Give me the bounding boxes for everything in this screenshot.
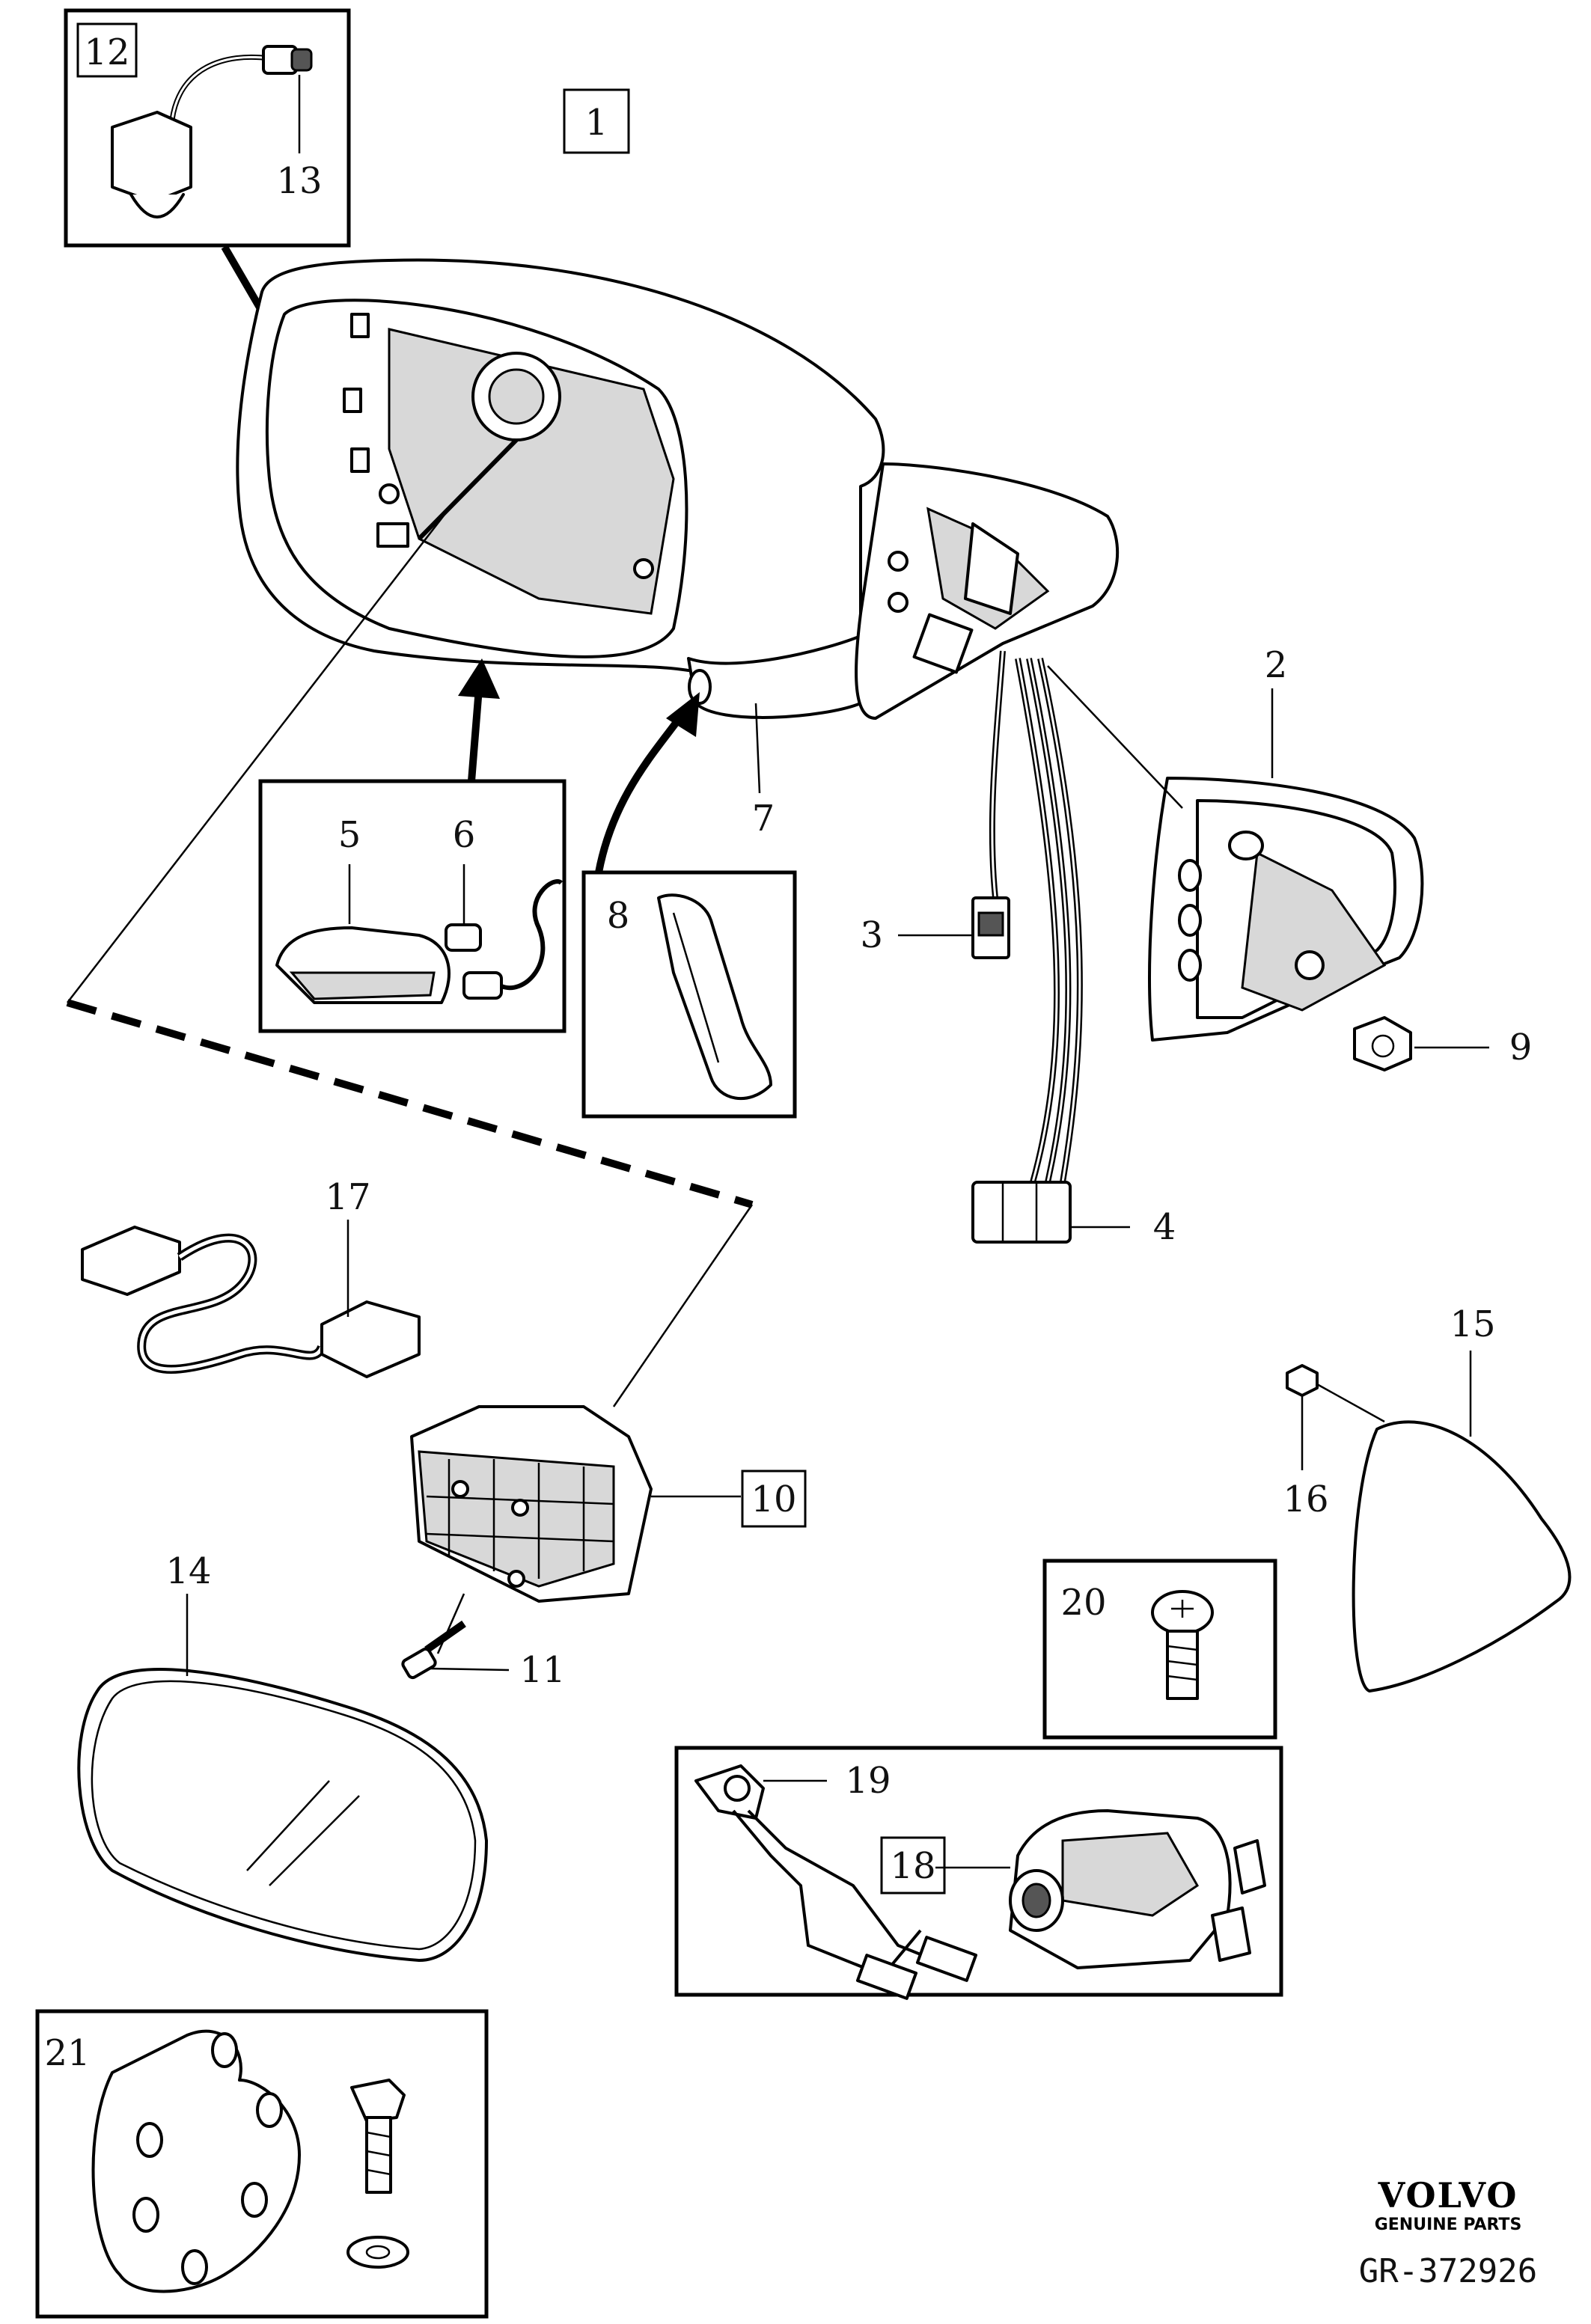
- nut-16: [1286, 1364, 1385, 1470]
- volvo-logo: VOLVO: [1378, 2175, 1518, 2216]
- callout-20: 20: [1060, 1582, 1106, 1624]
- mirror-base-2-assembly: [855, 462, 1120, 720]
- inset-screw-20: [1042, 1559, 1277, 1740]
- callout-4: 4: [1153, 1206, 1176, 1248]
- callout-3: 3: [860, 914, 883, 956]
- callout-6: 6: [453, 814, 476, 856]
- inset-camera-18-19: [674, 1746, 1283, 2000]
- callout-12: 12: [84, 31, 129, 73]
- reference-number: GR-372926: [1359, 2252, 1537, 2290]
- nut-9: [1353, 1016, 1489, 1071]
- callout-10: 10: [751, 1479, 796, 1520]
- callout-21: 21: [44, 2032, 90, 2074]
- wiring-harness: [989, 650, 1083, 1184]
- connector-3: [898, 896, 1010, 959]
- callout-1: 1: [585, 102, 608, 144]
- cap-15: [1352, 1351, 1572, 1692]
- mirror-housing-1: [236, 258, 885, 719]
- callout-19: 19: [845, 1760, 891, 1802]
- callout-18: 18: [890, 1845, 935, 1887]
- callout-9: 9: [1509, 1027, 1533, 1068]
- connector-4: [971, 1181, 1130, 1244]
- callout-2: 2: [1265, 644, 1288, 686]
- inset-bracket-21: [35, 2009, 489, 2319]
- motor-10: [410, 1405, 741, 1603]
- callout-13: 13: [276, 160, 322, 202]
- brand-tagline: GENUINE PARTS: [1375, 2216, 1522, 2234]
- inset-connector-12: [64, 8, 351, 248]
- callout-5: 5: [338, 814, 361, 856]
- callout-7: 7: [752, 798, 775, 840]
- cover-2: [1047, 665, 1424, 1042]
- callout-8: 8: [607, 895, 630, 937]
- mirror-glass-14: [77, 1594, 488, 1962]
- cable-17: [81, 1220, 421, 1378]
- callout-14: 14: [165, 1550, 211, 1592]
- inset-lamp-5-6: [258, 779, 567, 1033]
- inset-gasket-8: [581, 870, 797, 1119]
- callout-15: 15: [1450, 1303, 1495, 1345]
- callout-11: 11: [519, 1649, 565, 1691]
- callout-17: 17: [325, 1176, 370, 1218]
- screw-11: [401, 1593, 510, 1680]
- callout-16: 16: [1283, 1479, 1328, 1520]
